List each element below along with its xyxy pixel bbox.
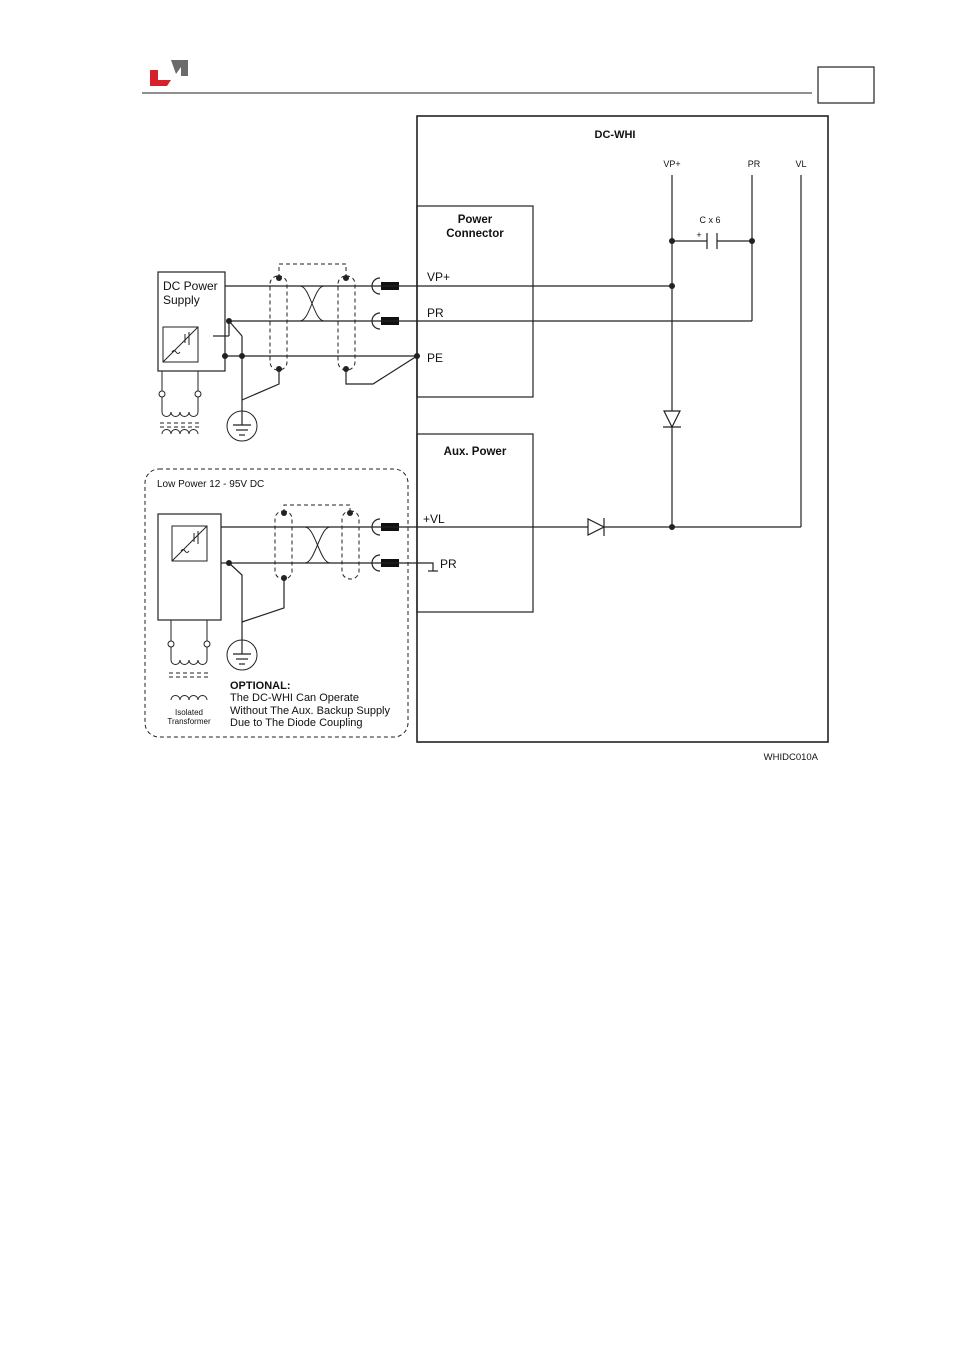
shield-drain-left [242,369,279,400]
diode-vl-symbol [588,518,604,536]
ac-dc-converter-icon [163,327,198,362]
junction-supply-pe [222,353,228,359]
shield-drain-bottom [242,578,284,622]
figure-code: WHIDC010A [764,752,819,763]
power-connector-title-1: Power [458,214,493,226]
company-logo-icon [150,60,188,86]
optional-line-2: Without The Aux. Backup Supply [230,705,390,717]
capacitor-label: C x 6 [699,215,720,225]
wire-aux-pr [229,563,433,571]
page-number-box [818,67,874,103]
cable-shield-bottom [275,505,359,581]
aux-pin-vl: +VL [423,512,445,526]
low-power-supply-box [158,514,221,620]
junction-vp [669,283,675,289]
junction-vl [669,524,675,530]
power-pin-vp: VP+ [427,270,450,284]
optional-title: OPTIONAL: [230,680,291,692]
optional-line-1: The DC-WHI Can Operate [230,692,359,704]
isolated-transformer-icon [168,620,210,700]
junction-supply-pr [226,318,232,324]
ac-dc-converter-icon-low [172,526,207,561]
capacitor-symbol [669,233,755,249]
transformer-icon-top [159,371,201,434]
transformer-label-2: Transformer [167,717,211,726]
power-pin-pr: PR [427,306,444,320]
capacitor-plus-label: + [696,230,701,240]
low-power-label: Low Power 12 - 95V DC [157,479,264,490]
dc-whi-title: DC-WHI [595,129,636,141]
transformer-label-1: Isolated [175,708,203,717]
pin-label-pr-top: PR [748,159,761,169]
dc-whi-box [417,116,828,742]
ground-wire-bottom [229,563,242,641]
dc-supply-label-1: DC Power [163,279,218,293]
aux-pin-pr: PR [440,557,457,571]
ground-icon-top [227,411,257,441]
dc-supply-label-2: Supply [163,293,200,307]
aux-power-title: Aux. Power [444,446,507,458]
pin-label-vp-top: VP+ [663,159,680,169]
pin-label-vl-top: VL [795,159,806,169]
power-pin-pe: PE [427,351,443,365]
ground-icon-bottom [227,640,257,670]
diode-vp-symbol [663,411,681,427]
optional-line-3: Due to The Diode Coupling [230,717,363,729]
shield-drain-right [346,356,417,384]
power-connector-title-2: Connector [446,228,504,240]
